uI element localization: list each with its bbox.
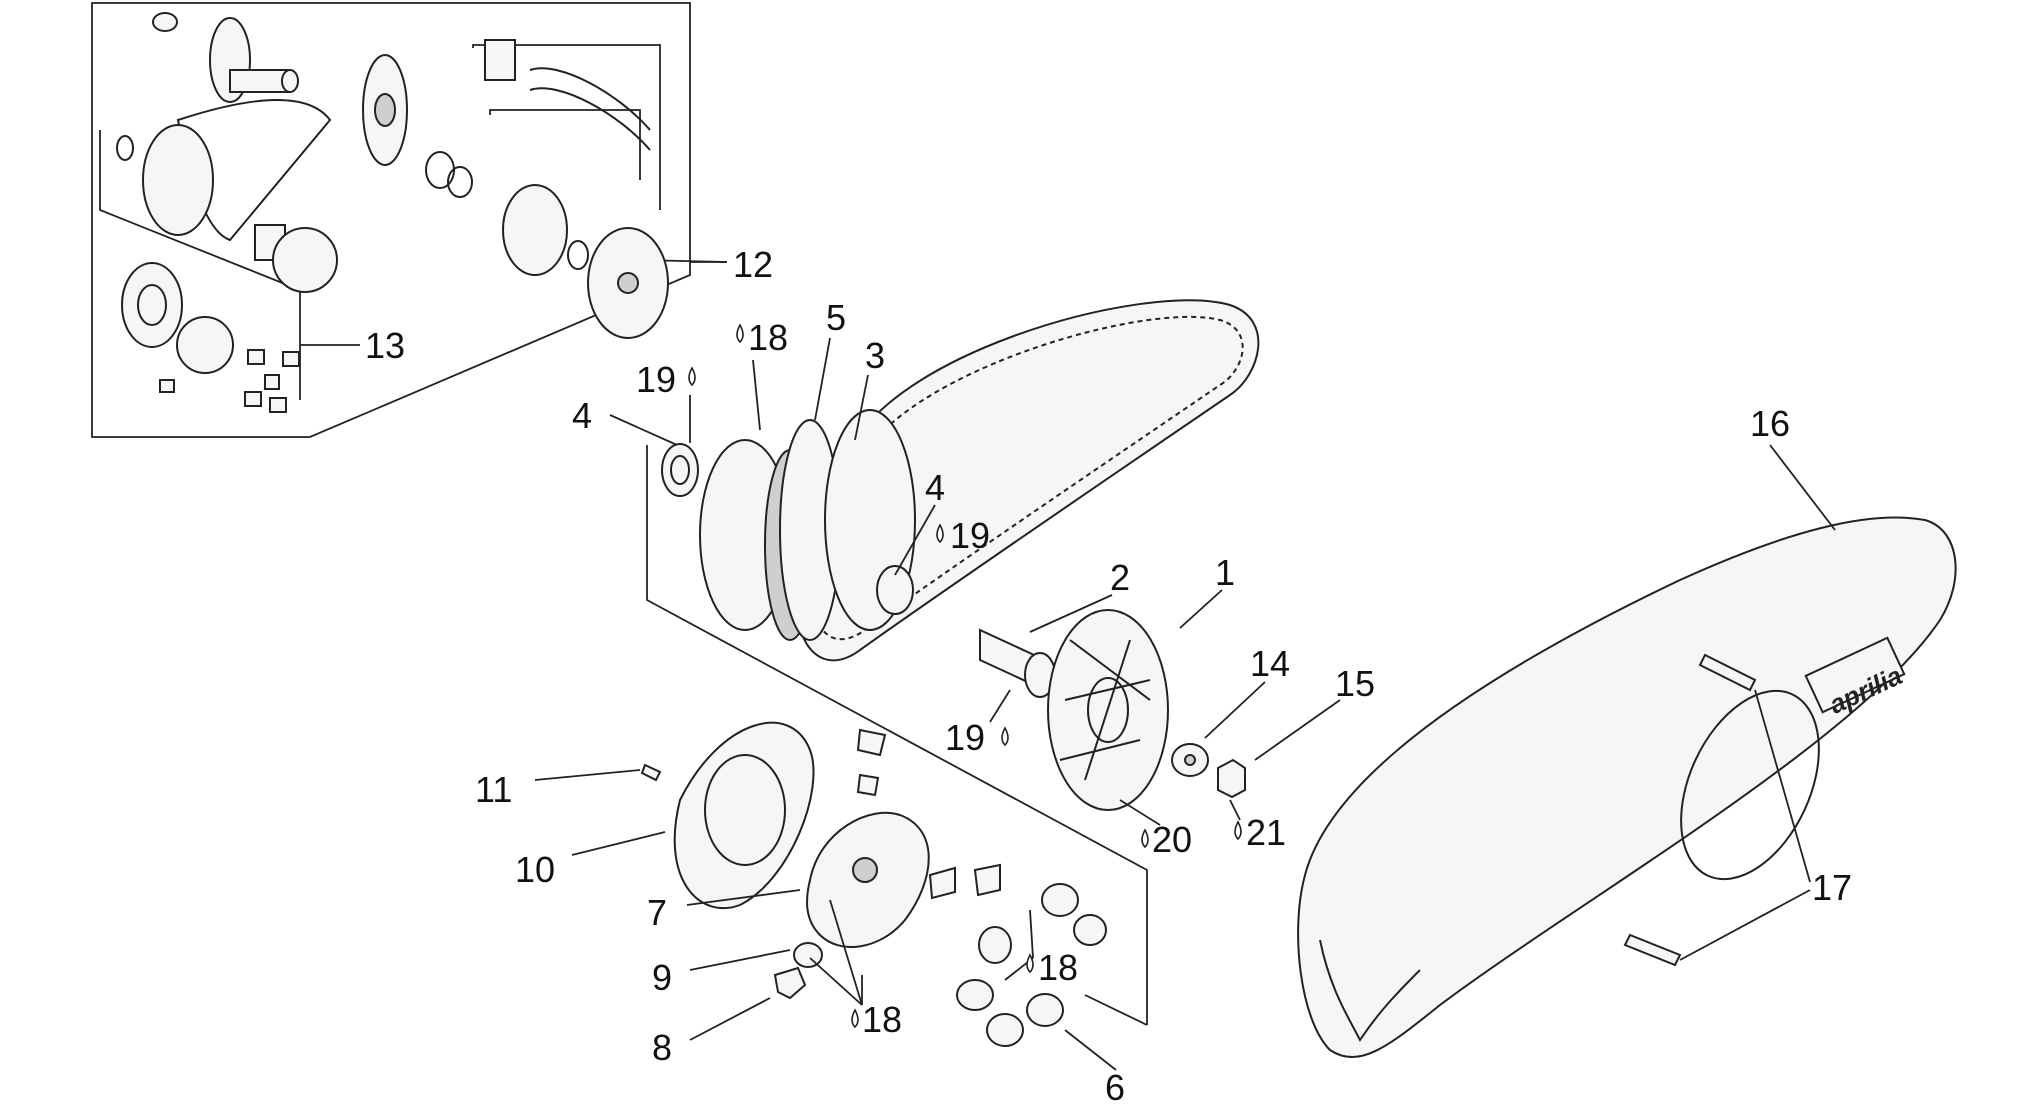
- inset-driven-pulley-icon: [116, 12, 473, 293]
- inset-variator-icon: [121, 262, 300, 413]
- callout-labels: 1 2 3 4 4 5 6 7 8 9 10 11 12 13 14 15 16…: [365, 244, 1852, 1107]
- callout-19a: 19: [636, 359, 676, 400]
- callout-9: 9: [652, 957, 672, 998]
- callout-21: 21: [1246, 812, 1286, 853]
- leader-lines: [534, 337, 1836, 1071]
- callout-7: 7: [647, 892, 667, 933]
- transmission-cover-icon: aprilia: [1297, 516, 1957, 1059]
- inset-clutch-icon: [484, 39, 669, 339]
- callout-3: 3: [865, 335, 885, 376]
- callout-15: 15: [1335, 663, 1375, 704]
- callout-6: 6: [1105, 1067, 1125, 1107]
- callout-13: 13: [365, 325, 405, 366]
- callout-18c: 18: [862, 999, 902, 1040]
- callout-19c: 19: [945, 717, 985, 758]
- callout-12: 12: [733, 244, 773, 285]
- rollers-icon: [773, 883, 1107, 1047]
- callout-19b: 19: [950, 515, 990, 556]
- kit-inset: [91, 2, 728, 438]
- washer-nut-icon: [1171, 743, 1246, 799]
- callout-16: 16: [1750, 403, 1790, 444]
- driven-pulley-icon: [661, 409, 916, 641]
- callout-5: 5: [826, 297, 846, 338]
- variator-pulley-icon: [806, 728, 1001, 948]
- callout-20: 20: [1152, 819, 1192, 860]
- callout-1: 1: [1215, 552, 1235, 593]
- callout-18a: 18: [748, 317, 788, 358]
- callout-14: 14: [1250, 643, 1290, 684]
- callout-8: 8: [652, 1027, 672, 1068]
- ramp-plate-icon: [640, 721, 815, 910]
- drive-belt-icon: [797, 299, 1260, 662]
- callout-18b: 18: [1038, 947, 1078, 988]
- callout-10: 10: [515, 849, 555, 890]
- callout-4b: 4: [925, 467, 945, 508]
- callout-11: 11: [475, 769, 512, 810]
- callout-4a: 4: [572, 395, 592, 436]
- grease-drop-icons: [688, 323, 1242, 1029]
- callout-17: 17: [1812, 867, 1852, 908]
- callout-2: 2: [1110, 557, 1130, 598]
- variator-box: [646, 445, 1148, 1025]
- variator-fan-icon: [979, 609, 1169, 811]
